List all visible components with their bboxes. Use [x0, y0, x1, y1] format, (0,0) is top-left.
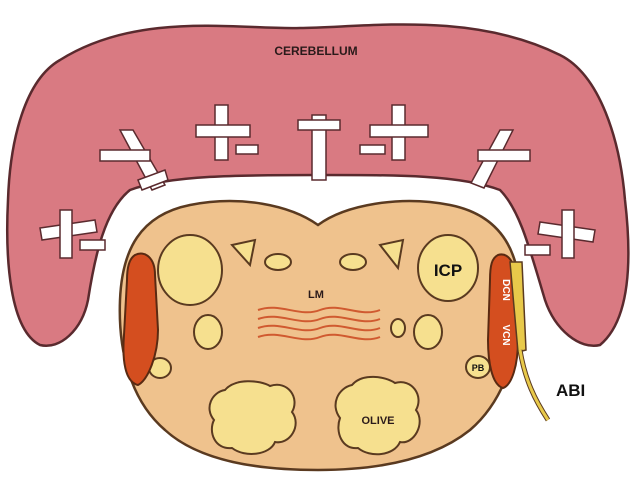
- olive-label: OLIVE: [361, 415, 394, 427]
- pb-label: PB: [472, 363, 485, 373]
- folia-left-3b: [60, 210, 72, 258]
- icp-label: ICP: [434, 261, 462, 280]
- cerebellum-label: CEREBELLUM: [274, 44, 357, 58]
- folia-left-3c: [80, 240, 105, 250]
- right-mid-nucleus: [414, 315, 442, 349]
- folia-left-1b: [196, 125, 250, 137]
- folia-right-2b: [478, 150, 530, 161]
- dcn-label: DCN: [500, 279, 511, 301]
- folia-right-1c: [360, 145, 385, 154]
- folia-right-3b: [562, 210, 574, 258]
- left-mid-nucleus: [194, 315, 222, 349]
- lm-label: LM: [308, 289, 324, 301]
- folia-right-1b: [370, 125, 428, 137]
- folia-left-2b: [100, 150, 150, 161]
- left-small-nucleus: [265, 254, 291, 270]
- folia-center-branch: [298, 120, 340, 130]
- brainstem: ICP LM DCN VCN PB OLIVE ABI: [120, 201, 585, 470]
- folia-left-1c: [236, 145, 258, 154]
- abi-lead: [520, 350, 548, 420]
- right-tiny-nucleus: [391, 319, 405, 337]
- vcn-label: VCN: [500, 324, 511, 345]
- left-icp-nucleus: [158, 235, 222, 305]
- abi-label: ABI: [556, 381, 585, 400]
- right-small-nucleus: [340, 254, 366, 270]
- folia-right-3c: [525, 245, 550, 255]
